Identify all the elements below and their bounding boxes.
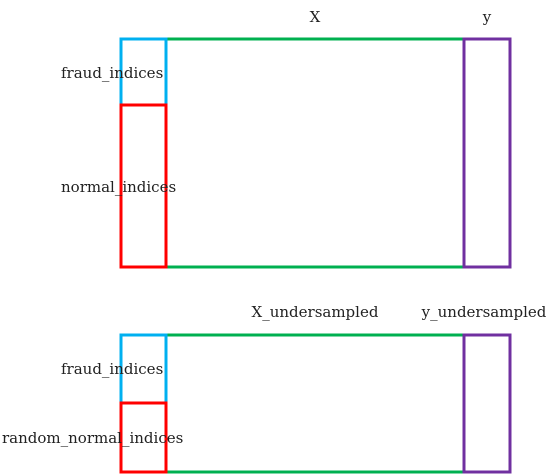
top-x-label: X — [310, 8, 321, 26]
top-normal-label: normal_indices — [61, 178, 176, 196]
top-y-label: y — [482, 8, 492, 26]
bottom-normal-block — [119, 401, 168, 474]
top-y-block — [462, 37, 512, 269]
bottom-y-label: y_undersampled — [421, 303, 547, 321]
top-diagram: X y fraud_indices normal_indices — [61, 8, 512, 269]
bottom-diagram: X_undersampled y_undersampled fraud_indi… — [2, 303, 547, 474]
top-fraud-label: fraud_indices — [61, 64, 163, 82]
bottom-x-block — [119, 333, 512, 474]
top-normal-block — [119, 103, 168, 269]
top-x-block — [119, 37, 512, 269]
bottom-x-label: X_undersampled — [252, 303, 379, 321]
bottom-fraud-label: fraud_indices — [61, 360, 163, 378]
bottom-y-block — [462, 333, 512, 474]
bottom-normal-label: random_normal_indices — [2, 429, 183, 447]
